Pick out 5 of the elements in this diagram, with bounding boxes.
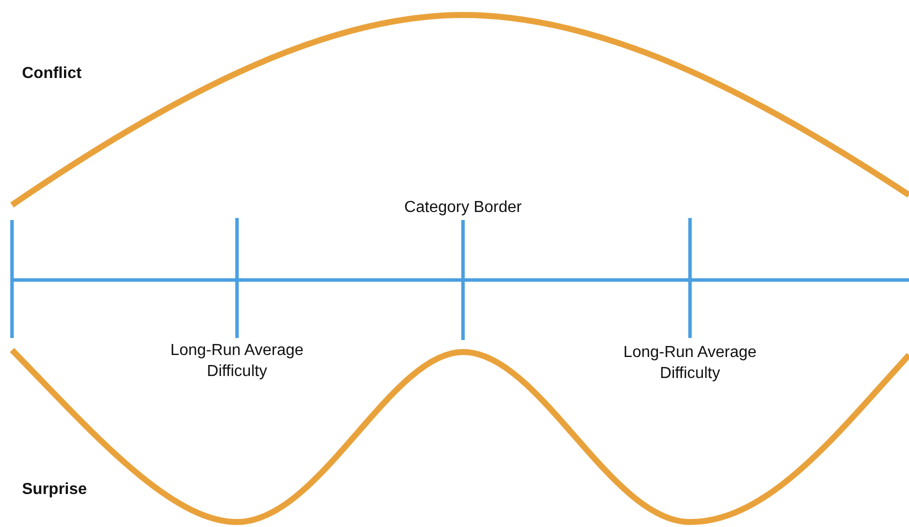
tick-label: Long-Run Average Difficulty — [622, 343, 758, 384]
tick-label: Category Border — [403, 198, 523, 218]
tick-label: Long-Run Average Difficulty — [169, 341, 305, 382]
axis-label: Conflict — [22, 64, 83, 84]
axis-label: Surprise — [22, 480, 88, 500]
